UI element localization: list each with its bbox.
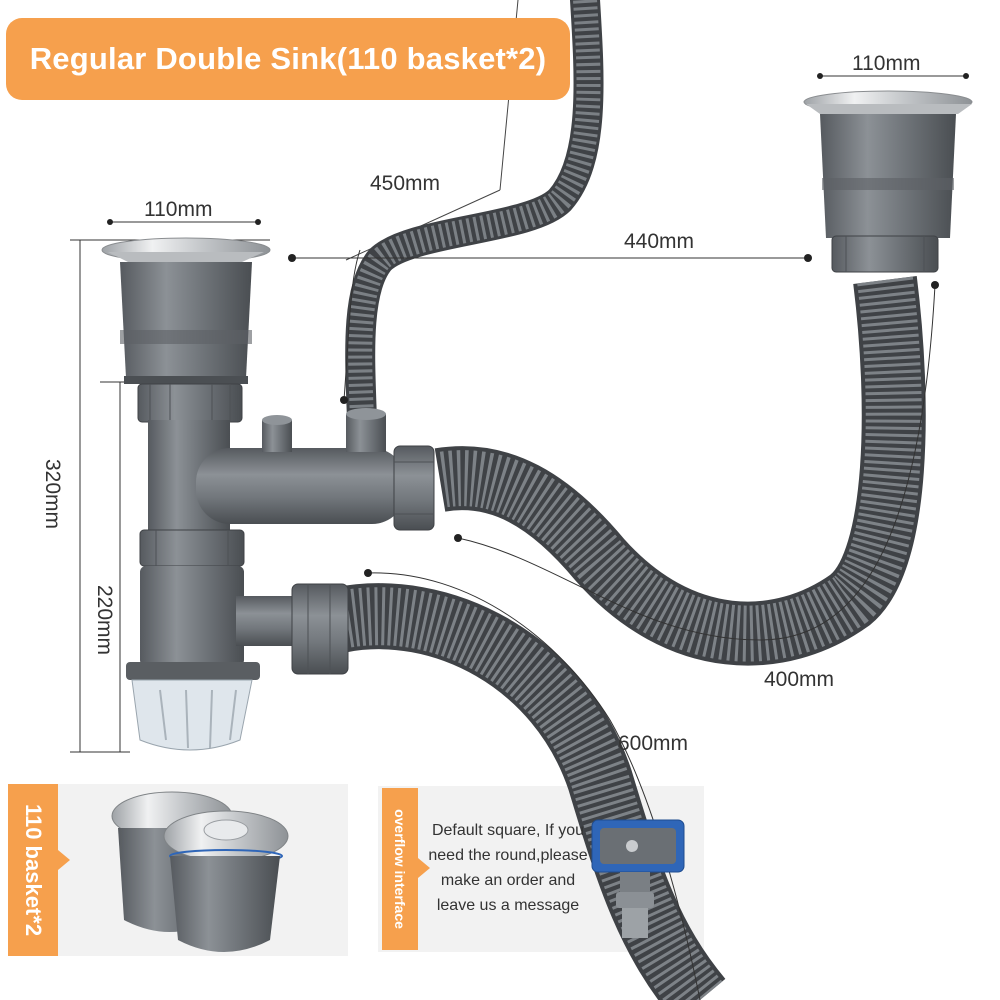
drain-outlet-nut bbox=[291, 583, 349, 675]
overflow-note: Default square, If you need the round,pl… bbox=[428, 822, 588, 914]
tee-body bbox=[196, 408, 435, 531]
dim-600-arc bbox=[367, 572, 701, 1000]
drain-hose bbox=[334, 587, 723, 1000]
right-hose-outline bbox=[434, 276, 926, 666]
overflow-inlet bbox=[346, 414, 386, 452]
bottle-trap bbox=[126, 566, 349, 751]
overflow-panel-tab: overflow interface bbox=[382, 788, 418, 950]
right-hose bbox=[435, 276, 922, 662]
basket-tab-notch bbox=[58, 850, 70, 870]
right-basket-nut bbox=[831, 235, 939, 273]
left-basket-strainer bbox=[101, 237, 271, 384]
dim-label-basket-right: 110mm bbox=[852, 52, 921, 75]
dim-450-arc bbox=[343, 249, 361, 401]
dim-label-lower-height: 220mm bbox=[93, 584, 116, 656]
tee-nut bbox=[393, 445, 435, 531]
dim-label-basket-left: 110mm bbox=[144, 198, 213, 221]
basket-panel-tab-label: 110 basket*2 bbox=[21, 803, 47, 937]
overflow-tab-notch bbox=[418, 858, 430, 878]
page-title: Regular Double Sink(110 basket*2) bbox=[6, 18, 570, 100]
overflow-hose bbox=[348, 0, 601, 421]
right-basket-strainer bbox=[803, 90, 973, 273]
basket-panel-tab: 110 basket*2 bbox=[8, 784, 58, 956]
basket-pair-photo bbox=[111, 791, 289, 952]
left-nut-lower bbox=[139, 529, 245, 567]
dim-label-drain-hose: 600mm bbox=[618, 732, 689, 755]
dim-label-overflow-hose: 450mm bbox=[370, 172, 441, 195]
dim-label-right-hose: 400mm bbox=[764, 668, 835, 691]
dim-400-arc bbox=[457, 284, 936, 641]
overflow-panel-tab-label: overflow interface bbox=[392, 809, 409, 929]
left-nut-upper bbox=[137, 383, 243, 423]
dim-label-total-height: 320mm bbox=[41, 458, 64, 530]
overflow-square-photo bbox=[591, 819, 685, 938]
overflow-inlet-small bbox=[262, 420, 292, 452]
clear-cleanout-cap bbox=[131, 679, 253, 751]
dim-label-basket-spacing: 440mm bbox=[624, 230, 695, 253]
